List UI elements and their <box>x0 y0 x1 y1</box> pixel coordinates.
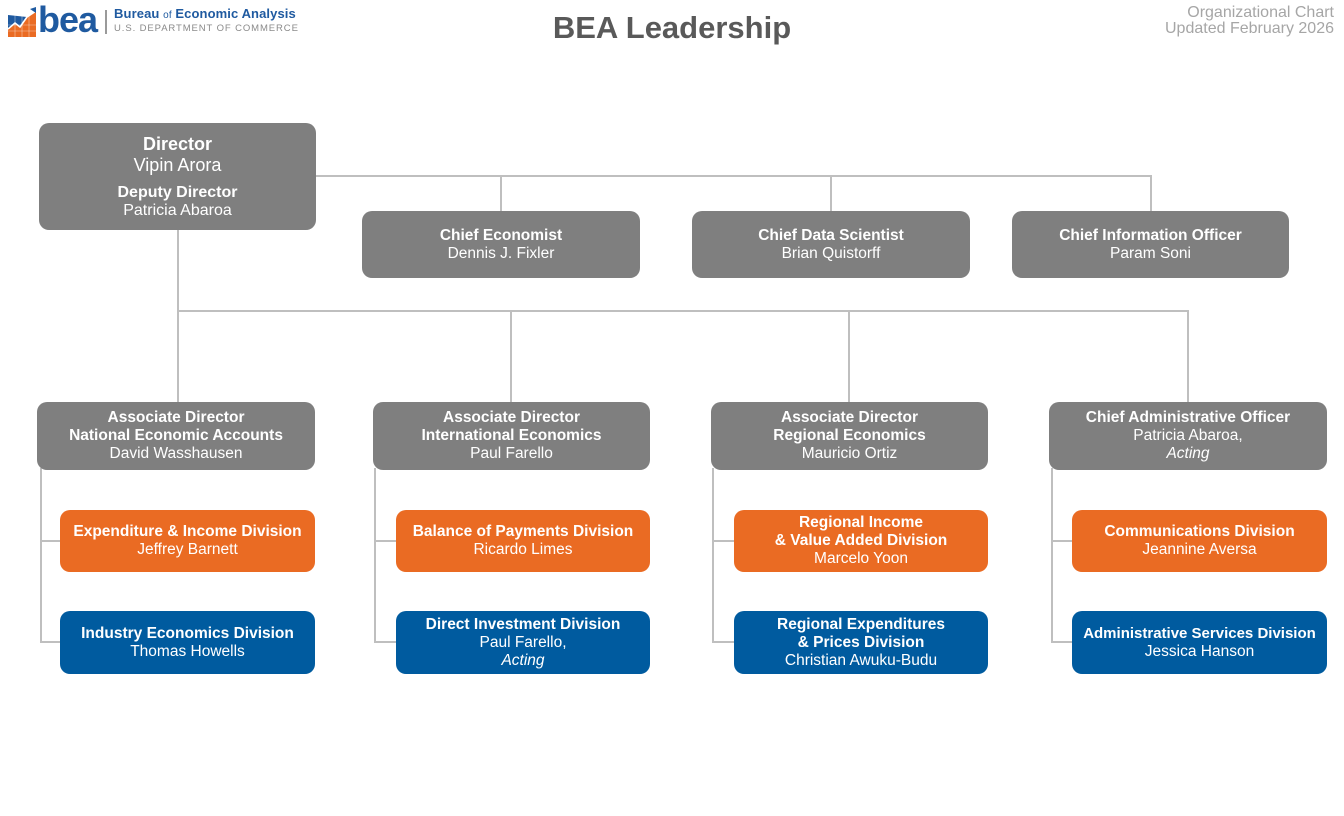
division-box-expenditure-income[interactable]: Expenditure & Income Division Jeffrey Ba… <box>60 510 315 572</box>
subtitle-line1: Organizational Chart <box>1187 4 1334 21</box>
connector-cao-div1 <box>1051 540 1074 542</box>
directorate-box-international-economics[interactable]: Associate Director International Economi… <box>373 402 650 470</box>
staff-title: Chief Information Officer <box>1059 226 1242 244</box>
staff-box-chief-information-officer[interactable]: Chief Information Officer Param Soni <box>1012 211 1289 278</box>
staff-title: Chief Economist <box>439 226 563 244</box>
directorate-box-chief-administrative-officer[interactable]: Chief Administrative Officer Patricia Ab… <box>1049 402 1327 470</box>
logo-agency-name: Bureau of Economic Analysis U.S. DEPARTM… <box>114 6 299 34</box>
division-title: Industry Economics Division <box>81 624 294 642</box>
connector-ie-vertical <box>374 468 376 643</box>
connector-nea-div2 <box>40 641 62 643</box>
division-chief-name: Ricardo Limes <box>473 541 573 558</box>
division-box-administrative-services[interactable]: Administrative Services Division Jessica… <box>1072 611 1327 674</box>
division-box-balance-of-payments[interactable]: Balance of Payments Division Ricardo Lim… <box>396 510 650 572</box>
division-box-industry-economics[interactable]: Industry Economics Division Thomas Howel… <box>60 611 315 674</box>
deputy-director-name: Patricia Abaroa <box>123 201 232 219</box>
division-title: Direct Investment Division <box>425 615 621 633</box>
staff-name: Dennis J. Fixler <box>447 244 555 262</box>
division-chief-name: Jeffrey Barnett <box>137 541 238 558</box>
logo-divider <box>105 10 108 34</box>
directorate-area: National Economic Accounts <box>69 427 283 444</box>
division-title: Administrative Services Division <box>1083 624 1316 642</box>
connector-directorate-2 <box>510 310 512 403</box>
connector-staff-horizontal <box>315 175 1152 177</box>
director-name: Vipin Arora <box>133 154 222 175</box>
directorate-title: Chief Administrative Officer <box>1085 409 1291 426</box>
division-box-communications[interactable]: Communications Division Jeannine Aversa <box>1072 510 1327 572</box>
directorate-box-national-economic-accounts[interactable]: Associate Director National Economic Acc… <box>37 402 315 470</box>
division-chief-name: Jeannine Aversa <box>1142 541 1257 558</box>
connector-staff-2 <box>830 175 832 212</box>
directorate-title: Associate Director <box>107 409 245 426</box>
logo-department-line: U.S. DEPARTMENT OF COMMERCE <box>114 23 299 34</box>
connector-nea-div1 <box>40 540 62 542</box>
connector-re-div2 <box>712 641 736 643</box>
division-title-line2: & Value Added Division <box>774 532 948 549</box>
division-title: Balance of Payments Division <box>412 523 634 540</box>
connector-director-down <box>177 229 179 403</box>
directorate-head-name: Paul Farello <box>470 445 553 462</box>
subtitle-date: Updated February 2026 <box>1165 20 1334 37</box>
connector-ie-div2 <box>374 641 398 643</box>
acting-label: Acting <box>1166 445 1210 462</box>
staff-name: Brian Quistorff <box>781 244 881 262</box>
staff-box-chief-data-scientist[interactable]: Chief Data Scientist Brian Quistorff <box>692 211 970 278</box>
directorate-head-name: David Wasshausen <box>109 445 243 462</box>
director-box[interactable]: Director Vipin Arora Deputy Director Pat… <box>39 123 316 230</box>
division-title: Regional Income <box>798 514 924 531</box>
page-title: BEA Leadership <box>552 10 792 45</box>
division-box-direct-investment[interactable]: Direct Investment Division Paul Farello,… <box>396 611 650 674</box>
division-chief-name: Paul Farello, <box>479 633 567 651</box>
division-box-regional-expenditures-prices[interactable]: Regional Expenditures & Prices Division … <box>734 611 988 674</box>
directorate-title: Associate Director <box>781 409 918 426</box>
connector-nea-vertical <box>40 468 42 643</box>
connector-cao-vertical <box>1051 468 1053 643</box>
division-title-line2: & Prices Division <box>797 633 925 651</box>
connector-staff-1 <box>500 175 502 212</box>
connector-directorates-horizontal <box>177 310 1189 312</box>
division-chief-name: Thomas Howells <box>130 642 245 660</box>
acting-label: Acting <box>501 651 545 669</box>
staff-name: Param Soni <box>1110 244 1191 262</box>
connector-staff-3 <box>1150 175 1152 212</box>
directorate-box-regional-economics[interactable]: Associate Director Regional Economics Ma… <box>711 402 988 470</box>
chart-subtitle: Organizational Chart Updated February 20… <box>1165 5 1334 37</box>
director-title: Director <box>142 133 213 154</box>
staff-title: Chief Data Scientist <box>758 226 904 244</box>
connector-directorate-4 <box>1187 310 1189 403</box>
directorate-head-name: Patricia Abaroa, <box>1133 427 1243 444</box>
connector-re-vertical <box>712 468 714 643</box>
bea-logo[interactable]: bea Bureau of Economic Analysis U.S. DEP… <box>7 0 299 40</box>
logo-agency-line1: Bureau of Economic Analysis <box>114 6 296 21</box>
directorate-head-name: Mauricio Ortiz <box>801 445 898 462</box>
division-title: Regional Expenditures <box>777 615 945 633</box>
connector-re-div1 <box>712 540 736 542</box>
staff-box-chief-economist[interactable]: Chief Economist Dennis J. Fixler <box>362 211 640 278</box>
division-chief-name: Jessica Hanson <box>1144 642 1255 660</box>
directorate-area: International Economics <box>421 427 602 444</box>
directorate-title: Associate Director <box>443 409 580 426</box>
connector-cao-div2 <box>1051 641 1074 643</box>
deputy-director-title: Deputy Director <box>117 183 238 201</box>
division-chief-name: Marcelo Yoon <box>814 550 908 567</box>
division-box-regional-income-value-added[interactable]: Regional Income & Value Added Division M… <box>734 510 988 572</box>
division-chief-name: Christian Awuku-Budu <box>784 651 938 669</box>
division-title: Communications Division <box>1104 523 1295 540</box>
division-title: Expenditure & Income Division <box>73 523 302 540</box>
connector-directorate-3 <box>848 310 850 403</box>
bar-chart-logo-icon <box>7 7 37 37</box>
connector-ie-div1 <box>374 540 398 542</box>
logo-wordmark: bea <box>38 0 98 40</box>
directorate-area: Regional Economics <box>773 427 926 444</box>
